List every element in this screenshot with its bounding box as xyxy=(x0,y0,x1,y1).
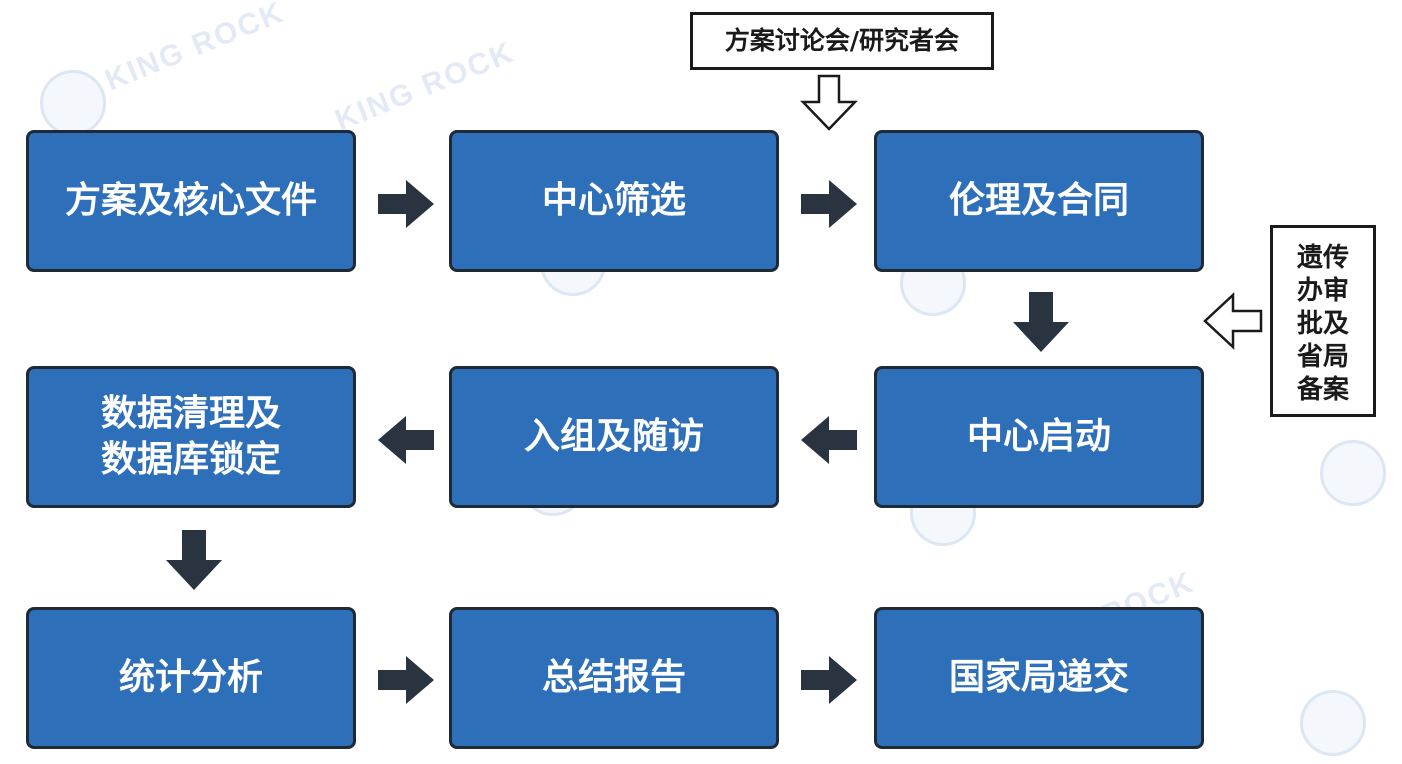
step-protocol-documents: 方案及核心文件 xyxy=(26,130,356,272)
note-line: 批及 xyxy=(1296,309,1349,339)
arrow-down-icon xyxy=(1013,292,1069,352)
watermark-text: KING ROCK xyxy=(330,35,519,138)
note-line: 遗传 xyxy=(1296,243,1349,273)
step-site-initiation: 中心启动 xyxy=(874,366,1204,508)
arrow-right-icon xyxy=(378,656,434,704)
hollow-arrow-left-icon xyxy=(1203,292,1263,350)
note-line: 省局 xyxy=(1296,342,1349,372)
step-label: 中心启动 xyxy=(966,416,1111,457)
step-label: 国家局递交 xyxy=(948,657,1129,698)
arrow-left-icon xyxy=(378,416,434,464)
step-label: 中心筛选 xyxy=(541,180,686,221)
note-line: 备案 xyxy=(1296,375,1349,405)
note-line: 办审 xyxy=(1296,276,1349,306)
watermark-logo-icon xyxy=(40,70,106,136)
arrow-right-icon xyxy=(378,180,434,228)
step-summary-report: 总结报告 xyxy=(449,607,779,749)
note-genetic-approval: 遗传 办审 批及 省局 备案 xyxy=(1270,225,1376,417)
step-nmpa-submission: 国家局递交 xyxy=(874,607,1204,749)
step-site-selection: 中心筛选 xyxy=(449,130,779,272)
step-enrollment-followup: 入组及随访 xyxy=(449,366,779,508)
arrow-right-icon xyxy=(801,656,857,704)
arrow-right-icon xyxy=(801,180,857,228)
step-label-line1: 数据清理及 xyxy=(100,393,281,434)
step-statistical-analysis: 统计分析 xyxy=(26,607,356,749)
step-label: 入组及随访 xyxy=(523,416,704,457)
note-meeting: 方案讨论会/研究者会 xyxy=(690,12,994,70)
watermark-logo-icon xyxy=(1300,690,1366,756)
watermark-logo-icon xyxy=(1320,440,1386,506)
arrow-down-icon xyxy=(166,530,222,590)
step-data-cleaning-lock: 数据清理及 数据库锁定 xyxy=(26,366,356,508)
watermark-text: KING ROCK xyxy=(100,0,289,98)
step-ethics-contract: 伦理及合同 xyxy=(874,130,1204,272)
step-label-line2: 数据库锁定 xyxy=(100,439,281,480)
hollow-arrow-down-icon xyxy=(800,74,858,131)
step-label: 伦理及合同 xyxy=(948,180,1129,221)
step-label: 总结报告 xyxy=(541,657,686,698)
arrow-left-icon xyxy=(801,416,857,464)
step-label: 统计分析 xyxy=(118,657,263,698)
step-label: 方案及核心文件 xyxy=(64,180,317,221)
